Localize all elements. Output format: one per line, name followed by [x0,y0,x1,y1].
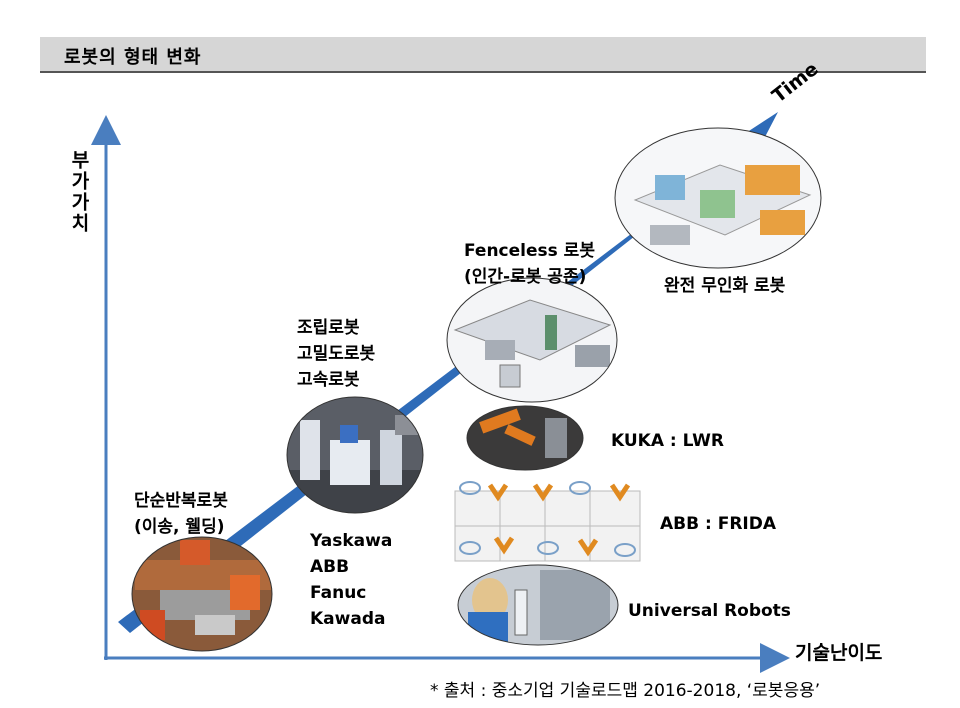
stage3-title: Fenceless 로봇 (인간-로봇 공존) [464,241,595,287]
ur-label: Universal Robots [628,601,791,621]
y-axis-label: 부가가치 [68,150,90,234]
x-axis-label: 기술난이도 [795,642,883,664]
unmanned-factory-illustration [615,128,821,268]
universal-robots-photo [458,565,618,645]
abb-frida-illustration [454,481,641,562]
stage2-vendors: Yaskawa ABB Fanuc Kawada [310,531,393,629]
progress-arrow [118,112,778,633]
stage2-title: 조립로봇 고밀도로봇 고속로봇 [297,318,376,390]
kuka-lwr-photo [467,406,583,470]
fenceless-robot-illustration [447,278,617,402]
stage4-title: 완전 무인화 로봇 [664,276,786,296]
stage1-title: 단순반복로봇 (이송, 웰딩) [134,491,228,537]
source-note: * 출처 : 중소기업 기술로드맵 2016-2018, ‘로봇응용’ [430,681,821,701]
kuka-label: KUKA : LWR [611,431,724,451]
welding-robot-photo [132,537,272,651]
header-bar: 로봇의 형태 변화 [40,37,926,73]
page-title: 로봇의 형태 변화 [64,47,202,68]
abb-label: ABB : FRIDA [660,514,777,534]
